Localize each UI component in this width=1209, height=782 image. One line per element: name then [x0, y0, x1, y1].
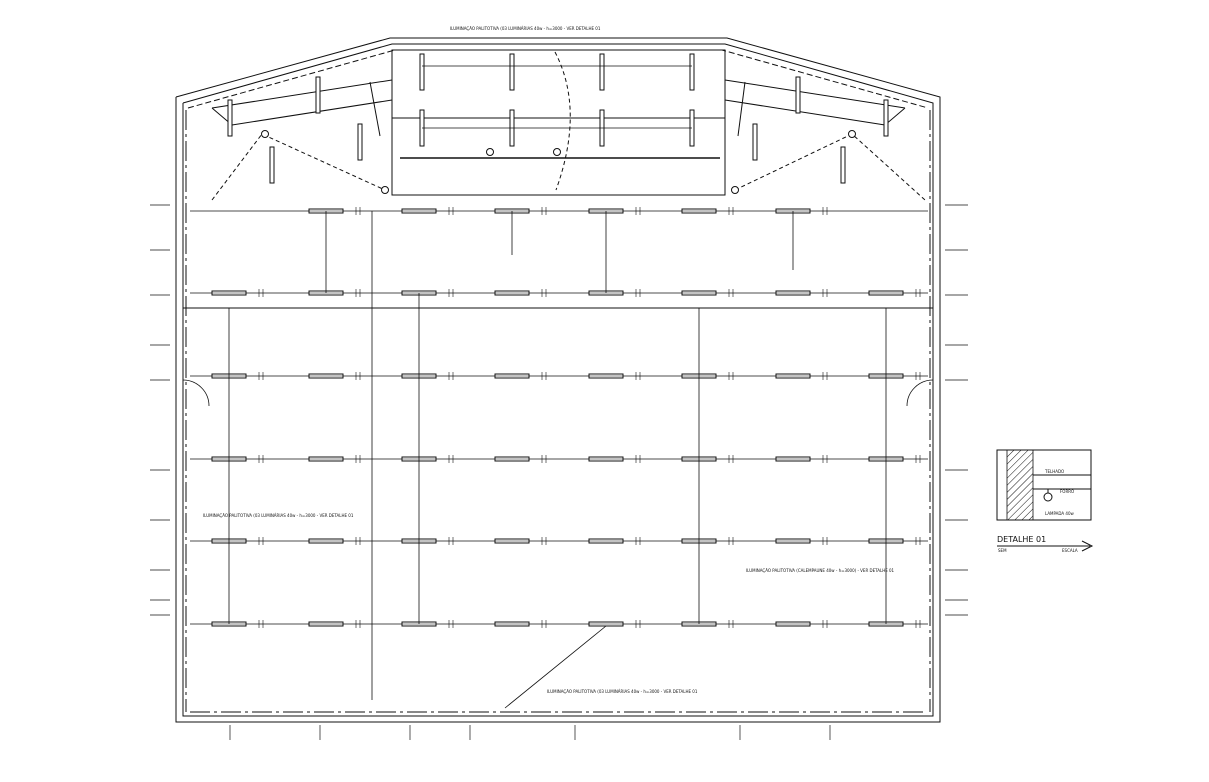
fixture-grid — [150, 53, 968, 740]
note-left: ILUMINAÇÃO PALITOTIVA (03 LUMINÁRIAS 40w… — [203, 513, 354, 518]
detail-label-lamp: LAMPADA 40w — [1045, 511, 1075, 516]
luminaire-vertical — [883, 99, 889, 137]
luminaire-vertical — [315, 76, 321, 114]
luminaire-vertical — [227, 99, 233, 137]
luminaire-vertical — [509, 53, 515, 91]
outlet — [486, 148, 494, 156]
detail-scale-right: ESCALA — [1062, 548, 1078, 553]
mezzanine-area — [211, 49, 926, 201]
door-arc — [182, 379, 210, 407]
detail-title: DETALHE 01 — [997, 535, 1046, 544]
luminaire-vertical — [840, 146, 846, 184]
detail-label-forro: FORRO — [1060, 489, 1074, 494]
outlet — [381, 186, 389, 194]
luminaire-vertical — [599, 53, 605, 91]
detail-01: TELHADO FORRO LAMPADA 40w DETALHE 01 SEM… — [996, 449, 1094, 553]
luminaire-vertical — [689, 53, 695, 91]
outlet — [731, 186, 739, 194]
annotations: ILUMINAÇÃO PALITOTIVA (03 LUMINÁRIAS 40w… — [203, 26, 895, 694]
note-right: ILUMINAÇÃO PALITOTIVA (CALEMPAUNE 40w - … — [746, 568, 895, 573]
luminaire-vertical — [269, 146, 275, 184]
luminaire-vertical — [795, 76, 801, 114]
building-outline — [175, 37, 941, 723]
door-arc — [906, 379, 934, 407]
note-bottom: ILUMINAÇÃO PALITOTIVA (03 LUMINÁRIAS 40w… — [547, 689, 698, 694]
outlet — [261, 130, 269, 138]
detail-label-roof: TELHADO — [1044, 469, 1064, 474]
note-top: ILUMINAÇÃO PALITOTIVA (03 LUMINÁRIAS 40w… — [450, 26, 601, 31]
feeder-line — [504, 625, 607, 709]
outlet — [848, 130, 856, 138]
outlet — [553, 148, 561, 156]
luminaire-vertical — [357, 123, 363, 161]
luminaire-vertical — [752, 123, 758, 161]
detail-scale-left: SEM — [998, 548, 1007, 553]
luminaire-vertical — [419, 53, 425, 91]
